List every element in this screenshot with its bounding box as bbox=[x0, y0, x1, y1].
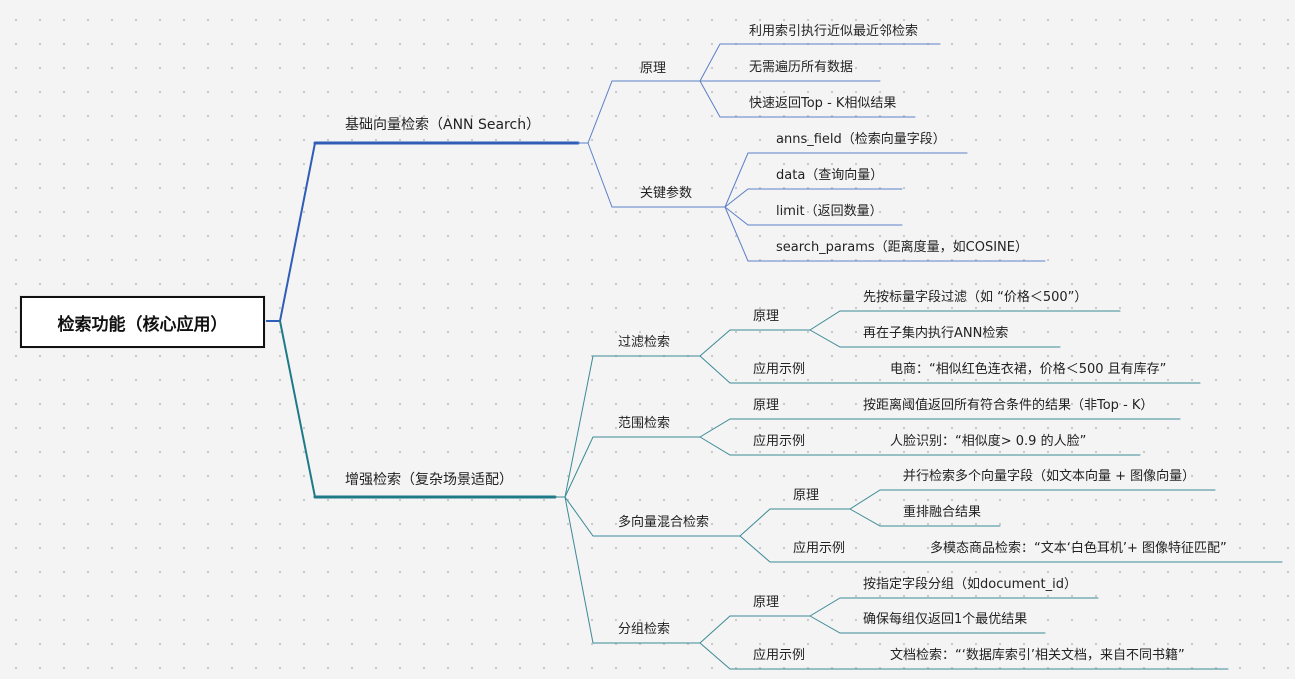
connector-group-example bbox=[699, 642, 1229, 670]
node-multi-example-text[interactable]: 多模态商品检索：“文本‘白色耳机’+ 图像特征匹配” bbox=[930, 541, 1227, 556]
node-basic-principle[interactable]: 原理 bbox=[640, 61, 667, 76]
connector-principle-1 bbox=[699, 43, 941, 82]
connector-group-principle bbox=[699, 615, 811, 644]
node-basic-param-item[interactable]: anns_field（检索向量字段） bbox=[776, 132, 946, 147]
node-basic-param-item[interactable]: limit（返回数量） bbox=[776, 204, 883, 219]
connector-enhanced-range bbox=[564, 436, 701, 498]
node-basic-param-item[interactable]: search_params（距离度量，如COSINE） bbox=[776, 240, 1028, 255]
connector-basic-params bbox=[587, 142, 726, 208]
node-group-search[interactable]: 分组检索 bbox=[618, 622, 671, 637]
node-filter-search[interactable]: 过滤检索 bbox=[618, 335, 671, 350]
connector-filter-example bbox=[699, 355, 1201, 384]
node-multi-principle-item[interactable]: 重排融合结果 bbox=[903, 505, 982, 520]
connector-range-principle bbox=[699, 418, 1181, 438]
connector-root-basic bbox=[262, 142, 316, 322]
connector-principle-3 bbox=[699, 80, 916, 118]
node-filter-example-text[interactable]: 电商：“相似红色连衣裙，价格＜500 且有库存” bbox=[890, 362, 1167, 377]
connector-enhanced-group bbox=[564, 496, 701, 644]
node-filter-example[interactable]: 应用示例 bbox=[753, 362, 806, 377]
connector-param-4 bbox=[724, 206, 1046, 262]
connector-basic-principle bbox=[577, 80, 701, 144]
connector-enhanced-filter bbox=[554, 355, 701, 498]
root-node[interactable]: 检索功能（核心应用） bbox=[20, 296, 265, 348]
node-basic-principle-item[interactable]: 利用索引执行近似最近邻检索 bbox=[749, 24, 919, 39]
node-group-example[interactable]: 应用示例 bbox=[753, 648, 806, 663]
node-multi-vector-search[interactable]: 多向量混合检索 bbox=[618, 515, 710, 530]
connector-param-1 bbox=[724, 152, 968, 208]
node-basic-params[interactable]: 关键参数 bbox=[640, 186, 693, 201]
connector-group-p1 bbox=[809, 597, 1099, 617]
node-range-principle-text[interactable]: 按距离阈值返回所有符合条件的结果（非Top - K） bbox=[863, 398, 1154, 413]
connector-range-example bbox=[699, 436, 1141, 456]
node-group-example-text[interactable]: 文档检索：“‘数据库索引’相关文档，来自不同书籍” bbox=[890, 648, 1185, 663]
connector-multi-principle bbox=[739, 508, 851, 537]
node-range-example[interactable]: 应用示例 bbox=[753, 434, 806, 449]
connector-param-2 bbox=[724, 188, 903, 208]
node-group-principle-item[interactable]: 按指定字段分组（如document_id） bbox=[863, 577, 1077, 592]
node-basic-vector-search[interactable]: 基础向量检索（ANN Search） bbox=[345, 117, 541, 133]
connector-param-3 bbox=[724, 206, 903, 226]
node-multi-principle-item[interactable]: 并行检索多个向量字段（如文本向量 + 图像向量） bbox=[903, 469, 1196, 484]
node-range-example-text[interactable]: 人脸识别：“相似度> 0.9 的人脸” bbox=[890, 434, 1087, 449]
node-range-principle[interactable]: 原理 bbox=[753, 398, 780, 413]
node-basic-param-item[interactable]: data（查询向量） bbox=[776, 168, 884, 183]
node-group-principle[interactable]: 原理 bbox=[753, 595, 780, 610]
connector-filter-p2 bbox=[809, 329, 1061, 348]
node-enhanced-search[interactable]: 增强检索（复杂场景适配） bbox=[345, 472, 513, 488]
connector-group-p2 bbox=[809, 615, 1046, 634]
node-group-principle-item[interactable]: 确保每组仅返回1个最优结果 bbox=[863, 612, 1028, 627]
connector-root-enhanced bbox=[279, 320, 316, 498]
connector-multi-example bbox=[739, 535, 1283, 563]
connector-multi-p2 bbox=[849, 508, 1001, 527]
connector-multi-p1 bbox=[849, 489, 1216, 510]
node-multi-principle[interactable]: 原理 bbox=[793, 488, 820, 503]
node-multi-example[interactable]: 应用示例 bbox=[793, 541, 846, 556]
node-basic-principle-item[interactable]: 快速返回Top - K相似结果 bbox=[749, 96, 897, 111]
node-filter-principle-item[interactable]: 再在子集内执行ANN检索 bbox=[863, 326, 1009, 341]
connector-enhanced-multi bbox=[564, 496, 741, 537]
connector-filter-principle bbox=[699, 329, 811, 357]
node-basic-principle-item[interactable]: 无需遍历所有数据 bbox=[749, 60, 854, 75]
node-range-search[interactable]: 范围检索 bbox=[618, 416, 671, 431]
node-filter-principle-item[interactable]: 先按标量字段过滤（如 “价格＜500”） bbox=[863, 290, 1088, 305]
connector-filter-p1 bbox=[809, 310, 1121, 331]
node-filter-principle[interactable]: 原理 bbox=[753, 309, 780, 324]
